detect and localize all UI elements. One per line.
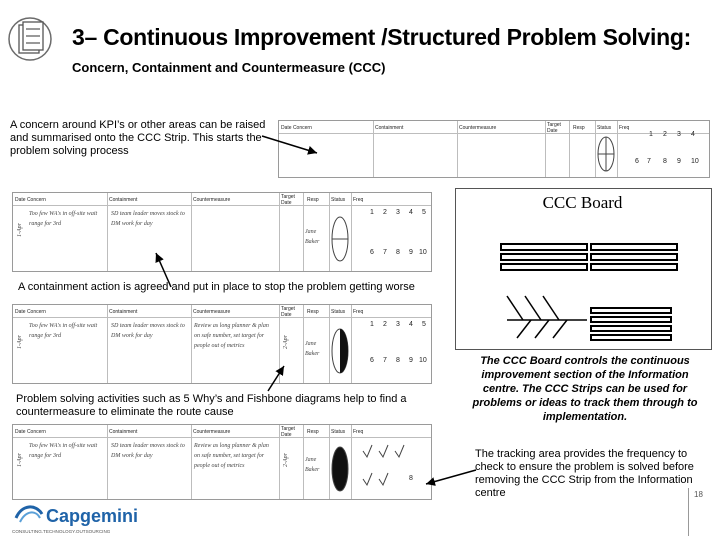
arrow-problem-solving — [267, 365, 285, 392]
freq-number: 7 — [383, 357, 387, 364]
containment-callout: A containment action is agreed and put i… — [18, 281, 415, 293]
header-target-date: Target Date — [281, 426, 295, 438]
document-stack-icon — [8, 17, 52, 61]
freq-number: 6 — [370, 357, 374, 364]
ccc-strip-2: Date Concern Containment Countermeasure … — [12, 304, 432, 384]
freq-number: 2 — [383, 321, 387, 328]
concern-callout: A concern around KPI’s or other areas ca… — [10, 119, 266, 157]
header-resp: Resp — [307, 197, 319, 203]
freq-number: 9 — [677, 158, 681, 165]
handwritten-resp: Jane Baker — [305, 341, 320, 357]
header-resp: Resp — [307, 309, 319, 315]
header-countermeasure: Countermeasure — [193, 429, 231, 435]
freq-number: 9 — [409, 357, 413, 364]
freq-number: 4 — [409, 209, 413, 216]
header-countermeasure: Countermeasure — [193, 309, 231, 315]
ccc-board-illustration — [500, 243, 678, 341]
status-circle-icon — [597, 136, 615, 172]
freq-number: 2 — [383, 209, 387, 216]
arrow-containment — [155, 252, 172, 288]
header-freq: Freq — [353, 429, 364, 435]
board-description: The CCC Board controls the continuous im… — [472, 355, 698, 423]
header-date-concern: Date Concern — [281, 125, 312, 131]
handwritten-countermeasure: Review as long planner & plan on safe nu… — [194, 443, 269, 469]
header-status: Status — [331, 197, 346, 203]
tick-marks-icon — [362, 444, 405, 487]
arrow-concern — [261, 135, 318, 155]
freq-number: 10 — [419, 357, 427, 364]
header-countermeasure: Countermeasure — [193, 197, 231, 203]
freq-number: 5 — [422, 321, 426, 328]
handwritten-resp: Jane Baker — [305, 229, 320, 245]
freq-number: 8 — [409, 475, 413, 482]
status-filled-icon — [331, 446, 349, 492]
freq-number: 10 — [691, 158, 699, 165]
handwritten-countermeasure: Review as long planner & plan on safe nu… — [194, 323, 269, 349]
freq-number: 8 — [396, 249, 400, 256]
freq-number: 10 — [419, 249, 427, 256]
freq-number: 1 — [370, 321, 374, 328]
handwritten-concern: Too few WA's in off-site wait range for … — [29, 443, 98, 459]
header-resp: Resp — [307, 429, 319, 435]
page-title: 3– Continuous Improvement /Structured Pr… — [72, 24, 691, 50]
header-containment: Containment — [109, 429, 138, 435]
freq-number: 8 — [396, 357, 400, 364]
header-freq: Freq — [619, 125, 630, 131]
logo-tagline: CONSULTING.TECHNOLOGY.OUTSOURCING — [12, 529, 111, 534]
freq-number: 7 — [647, 158, 651, 165]
freq-number: 3 — [396, 321, 400, 328]
freq-number: 1 — [370, 209, 374, 216]
freq-number: 4 — [409, 321, 413, 328]
header-containment: Containment — [375, 125, 404, 131]
freq-number: 8 — [663, 158, 667, 165]
header-freq: Freq — [353, 309, 364, 315]
header-date-concern: Date Concern — [15, 309, 46, 315]
freq-number: 4 — [691, 131, 695, 138]
header-resp: Resp — [573, 125, 585, 131]
capgemini-logo: Capgemini CONSULTING.TECHNOLOGY.OUTSOURC… — [12, 505, 138, 534]
handwritten-containment: SD team leader moves stock to DM work fo… — [111, 323, 185, 339]
handwritten-concern: Too few WA's in off-site wait range for … — [29, 323, 98, 339]
header-countermeasure: Countermeasure — [459, 125, 497, 131]
header-containment: Containment — [109, 309, 138, 315]
tracking-callout: The tracking area provides the frequency… — [475, 448, 694, 499]
header-status: Status — [331, 309, 346, 315]
header-status: Status — [597, 125, 612, 131]
footer-divider — [688, 488, 689, 536]
problem-solving-callout: Problem solving activities such as 5 Why… — [16, 393, 446, 419]
freq-number: 9 — [409, 249, 413, 256]
freq-number: 6 — [370, 249, 374, 256]
freq-number: 6 — [635, 158, 639, 165]
page-subtitle: Concern, Containment and Countermeasure … — [72, 60, 386, 75]
freq-number: 5 — [422, 209, 426, 216]
freq-number: 2 — [663, 131, 667, 138]
header-date-concern: Date Concern — [15, 429, 46, 435]
status-half-filled-icon — [331, 328, 349, 374]
logo-wordmark: Capgemini — [46, 506, 138, 526]
page-number: 18 — [694, 490, 703, 499]
ccc-strip-1: Date Concern Containment Countermeasure … — [12, 192, 432, 272]
header-target-date: Target Date — [281, 194, 295, 206]
arrow-tracking — [425, 469, 477, 486]
header-freq: Freq — [353, 197, 364, 203]
ccc-strip-3: Date Concern Containment Countermeasure … — [12, 424, 432, 500]
handwritten-resp: Jane Baker — [305, 457, 320, 473]
handwritten-containment: SD team leader moves stock to DM work fo… — [111, 443, 185, 459]
ccc-strip-top: Date Concern Containment Countermeasure … — [278, 120, 710, 178]
header-target-date: Target Date — [281, 306, 295, 318]
header-containment: Containment — [109, 197, 138, 203]
ccc-board-title: CCC Board — [542, 193, 623, 212]
ccc-board — [455, 188, 712, 350]
freq-number: 3 — [396, 209, 400, 216]
freq-number: 1 — [649, 131, 653, 138]
freq-number: 7 — [383, 249, 387, 256]
status-circle-icon — [331, 216, 349, 262]
freq-number: 3 — [677, 131, 681, 138]
handwritten-containment: SD team leader moves stock to DM work fo… — [111, 211, 185, 227]
handwritten-concern: Too few WA's in off-site wait range for … — [29, 211, 98, 227]
header-status: Status — [331, 429, 346, 435]
header-target-date: Target Date — [547, 122, 561, 134]
header-date-concern: Date Concern — [15, 197, 46, 203]
